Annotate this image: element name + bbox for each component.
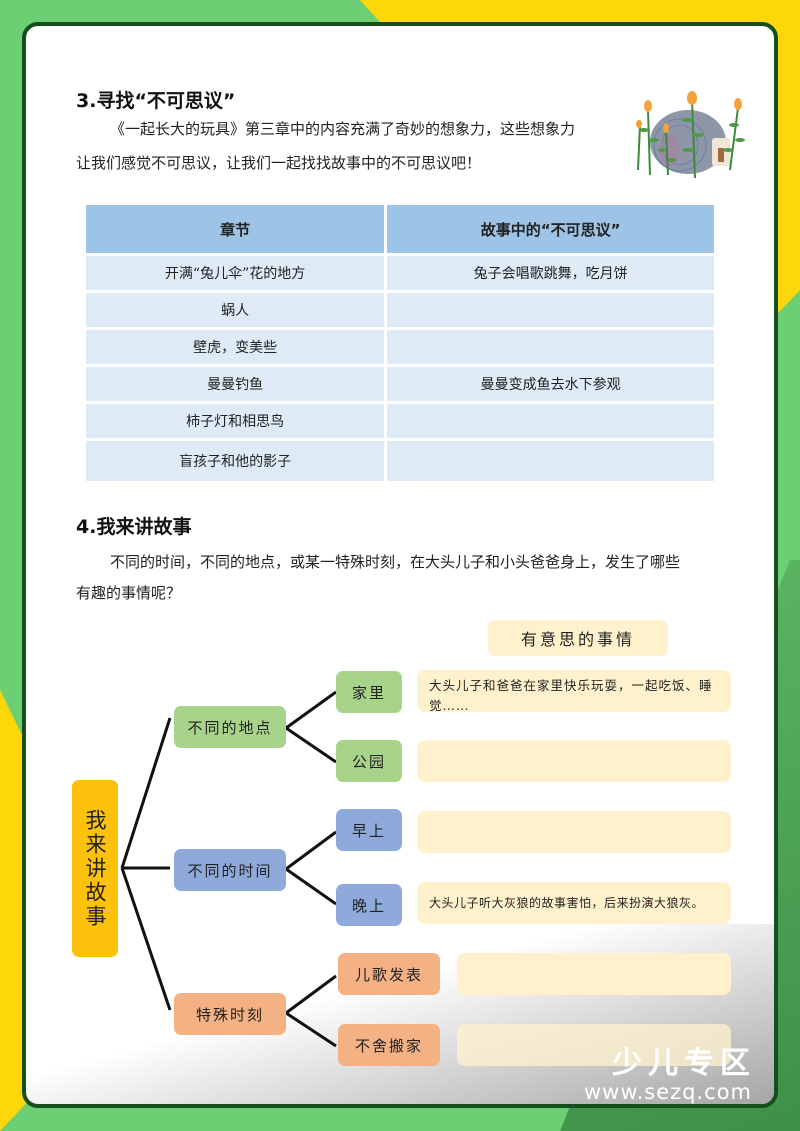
leaf-node-moving-away: 不舍搬家 (338, 1024, 440, 1066)
wonder-cell[interactable]: 曼曼变成鱼去水下参观 (387, 367, 714, 401)
wonder-cell[interactable] (387, 404, 714, 438)
answer-box-home[interactable]: 大头儿子和爸爸在家里快乐玩耍，一起吃饭、睡觉…… (417, 670, 731, 713)
section4-intro-line2: 有趣的事情呢？ (76, 584, 182, 602)
section4-title: 4.我来讲故事 (76, 516, 192, 538)
chapter-cell: 柿子灯和相思鸟 (86, 404, 385, 438)
watermark-brand: 少儿专区 (612, 1046, 756, 1081)
table-row: 柿子灯和相思鸟 (86, 404, 714, 438)
answer-box-park[interactable] (417, 740, 731, 782)
table-row: 曼曼钓鱼 曼曼变成鱼去水下参观 (86, 367, 714, 401)
branch-node-special-moments: 特殊时刻 (174, 993, 286, 1035)
chapter-cell: 曼曼钓鱼 (86, 367, 385, 401)
leaf-node-evening: 晚上 (336, 884, 402, 926)
section3-intro-line1: 《一起长大的玩具》第三章中的内容充满了奇妙的想象力，这些想象力 (110, 120, 576, 138)
answer-box-morning[interactable] (417, 811, 731, 853)
table-row: 开满“兔儿伞”花的地方 兔子会唱歌跳舞，吃月饼 (86, 256, 714, 290)
flowers-stone-house-illustration (636, 91, 745, 178)
chapter-cell: 壁虎，变美些 (86, 330, 385, 364)
section4-intro-line1: 不同的时间，不同的地点，或某一特殊时刻，在大头儿子和小头爸爸身上，发生了哪些 (110, 553, 681, 571)
table-row: 盲孩子和他的影子 (86, 441, 714, 481)
section3-title: 3.寻找“不可思议” (76, 90, 236, 112)
wonder-cell[interactable]: 兔子会唱歌跳舞，吃月饼 (387, 256, 714, 290)
chapter-cell: 开满“兔儿伞”花的地方 (86, 256, 385, 290)
table-header-row: 章节 故事中的“不可思议” (86, 205, 714, 253)
answer-box-song-release[interactable] (457, 953, 731, 995)
branch-node-places: 不同的地点 (174, 706, 286, 748)
wonder-cell[interactable] (387, 330, 714, 364)
wonder-cell[interactable] (387, 441, 714, 481)
answer-box-moving-away[interactable] (457, 1024, 731, 1066)
section3-intro-line2: 让我们感觉不可思议，让我们一起找找故事中的不可思议吧！ (76, 154, 482, 172)
leaf-node-park: 公园 (336, 740, 402, 782)
watermark-url: www.sezq.com (584, 1080, 753, 1104)
answers-column-label: 有意思的事情 (488, 620, 668, 656)
branch-node-times: 不同的时间 (174, 849, 286, 891)
chapter-cell: 蜗人 (86, 293, 385, 327)
mindmap-root-node: 我来讲故事 (72, 780, 118, 957)
header-wonder: 故事中的“不可思议” (387, 205, 714, 253)
chapter-cell: 盲孩子和他的影子 (86, 441, 385, 481)
table-row: 蜗人 (86, 293, 714, 327)
table-row: 壁虎，变美些 (86, 330, 714, 364)
leaf-node-home: 家里 (336, 671, 402, 713)
leaf-node-morning: 早上 (336, 809, 402, 851)
header-chapter: 章节 (86, 205, 385, 253)
answer-box-evening[interactable]: 大头儿子听大灰狼的故事害怕，后来扮演大狼灰。 (417, 882, 731, 924)
wonder-table: 章节 故事中的“不可思议” 开满“兔儿伞”花的地方 兔子会唱歌跳舞，吃月饼 蜗人… (83, 202, 717, 484)
leaf-node-song-release: 儿歌发表 (338, 953, 440, 995)
wonder-cell[interactable] (387, 293, 714, 327)
